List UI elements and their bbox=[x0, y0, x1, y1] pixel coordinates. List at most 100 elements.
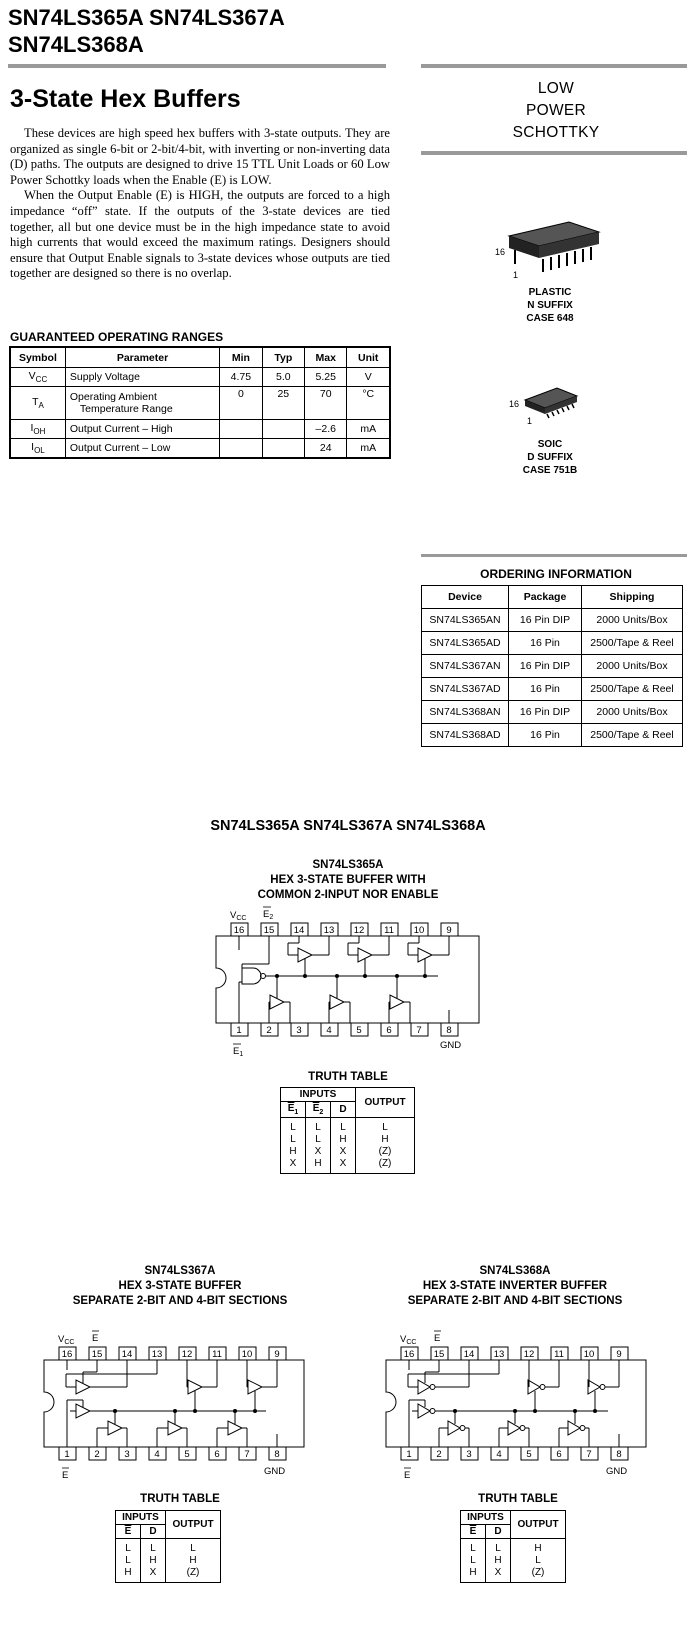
svg-text:6: 6 bbox=[214, 1449, 219, 1460]
typ-cell: 25 bbox=[261, 386, 306, 420]
pdip-pin-1-label: 1 bbox=[513, 270, 518, 280]
svg-text:9: 9 bbox=[274, 1349, 279, 1360]
table-row: IOL Output Current – Low 24 mA bbox=[9, 438, 391, 459]
svg-text:5: 5 bbox=[356, 1025, 361, 1036]
svg-text:1: 1 bbox=[236, 1025, 241, 1036]
max-cell: 24 bbox=[304, 438, 348, 459]
svg-text:14: 14 bbox=[122, 1349, 133, 1360]
description-paragraph-1: These devices are high speed hex buffers… bbox=[10, 126, 390, 187]
part-number-title: SN74LS365A SN74LS367A SN74LS368A bbox=[8, 4, 408, 58]
svg-text:2: 2 bbox=[436, 1449, 441, 1460]
col-header: Unit bbox=[346, 346, 391, 368]
pdip-package-icon: 16 1 bbox=[495, 221, 601, 280]
svg-text:11: 11 bbox=[212, 1349, 222, 1360]
table-row: IOH Output Current – High –2.6 mA bbox=[9, 419, 391, 439]
col-header: Typ bbox=[261, 346, 306, 368]
symbol-cell: TA bbox=[9, 386, 66, 420]
symbol-cell: IOH bbox=[9, 419, 66, 439]
soic-package-icon: 16 1 bbox=[509, 387, 579, 426]
parameter-cell: Output Current – High bbox=[64, 419, 221, 439]
svg-text:7: 7 bbox=[416, 1025, 421, 1036]
svg-text:6: 6 bbox=[386, 1025, 391, 1036]
max-cell: –2.6 bbox=[304, 419, 348, 439]
ordering-rule bbox=[421, 554, 687, 557]
svg-text:2: 2 bbox=[94, 1449, 99, 1460]
svg-text:15: 15 bbox=[92, 1349, 103, 1360]
svg-text:3: 3 bbox=[124, 1449, 129, 1460]
svg-text:8: 8 bbox=[274, 1449, 279, 1460]
ls365-truth-table-title: TRUTH TABLE bbox=[308, 1071, 388, 1083]
svg-text:16: 16 bbox=[234, 925, 245, 936]
svg-text:8: 8 bbox=[446, 1025, 451, 1036]
svg-text:11: 11 bbox=[554, 1349, 564, 1360]
col-header: Package bbox=[508, 585, 582, 609]
svg-text:15: 15 bbox=[264, 925, 275, 936]
title-rule bbox=[8, 64, 386, 68]
svg-text:VCC: VCC bbox=[58, 1334, 74, 1346]
ls368-truth-table-title: TRUTH TABLE bbox=[478, 1493, 558, 1505]
svg-text:E: E bbox=[404, 1470, 410, 1481]
svg-text:16: 16 bbox=[404, 1349, 415, 1360]
svg-text:13: 13 bbox=[324, 925, 335, 936]
svg-text:E: E bbox=[434, 1333, 440, 1344]
svg-text:14: 14 bbox=[464, 1349, 475, 1360]
svg-text:7: 7 bbox=[244, 1449, 249, 1460]
symbol-cell: IOL bbox=[9, 438, 66, 459]
title-line-2: SN74LS368A bbox=[8, 32, 144, 57]
svg-text:3: 3 bbox=[296, 1025, 301, 1036]
svg-text:9: 9 bbox=[616, 1349, 621, 1360]
svg-text:6: 6 bbox=[556, 1449, 561, 1460]
min-cell bbox=[219, 438, 263, 459]
unit-cell: °C bbox=[346, 386, 391, 420]
svg-text:12: 12 bbox=[524, 1349, 535, 1360]
family-line-3: SCHOTTKY bbox=[512, 124, 600, 141]
description-paragraph-2: When the Output Enable (E) is HIGH, the … bbox=[10, 188, 390, 281]
svg-text:16: 16 bbox=[62, 1349, 73, 1360]
family-line-2: POWER bbox=[525, 102, 587, 119]
parameter-cell: Output Current – Low bbox=[64, 438, 221, 459]
svg-text:7: 7 bbox=[586, 1449, 591, 1460]
operating-ranges-title: GUARANTEED OPERATING RANGES bbox=[10, 330, 224, 344]
typ-cell: 5.0 bbox=[261, 367, 306, 387]
unit-cell: mA bbox=[346, 419, 391, 439]
min-cell: 4.75 bbox=[219, 367, 263, 387]
svg-text:GND: GND bbox=[606, 1466, 627, 1477]
e2-label: E2 bbox=[263, 909, 273, 921]
svg-text:5: 5 bbox=[184, 1449, 189, 1460]
col-header: Device bbox=[421, 585, 509, 609]
svg-text:11: 11 bbox=[384, 925, 394, 936]
svg-text:13: 13 bbox=[152, 1349, 163, 1360]
gnd-label: GND bbox=[440, 1040, 461, 1051]
family-rule-bottom bbox=[421, 151, 687, 155]
ordering-title: ORDERING INFORMATION bbox=[480, 567, 632, 581]
diagrams-title: SN74LS365A SN74LS367A SN74LS368A bbox=[210, 818, 486, 834]
table-row: VCC Supply Voltage 4.75 5.0 5.25 V bbox=[9, 367, 391, 387]
svg-text:4: 4 bbox=[154, 1449, 159, 1460]
ls365-chip-outline bbox=[215, 935, 480, 1024]
ls367-truth-table-title: TRUTH TABLE bbox=[140, 1493, 220, 1505]
svg-text:14: 14 bbox=[294, 925, 305, 936]
soic-pin-1-label: 1 bbox=[527, 416, 532, 426]
col-header: Min bbox=[219, 346, 263, 368]
svg-text:E: E bbox=[62, 1470, 68, 1481]
svg-text:10: 10 bbox=[584, 1349, 595, 1360]
col-header: Shipping bbox=[581, 585, 683, 609]
svg-text:12: 12 bbox=[354, 925, 365, 936]
operating-ranges-table: Symbol Parameter Min Typ Max Unit VCC Su… bbox=[9, 346, 391, 459]
unit-cell: mA bbox=[346, 438, 391, 459]
min-cell bbox=[219, 419, 263, 439]
unit-cell: V bbox=[346, 367, 391, 387]
